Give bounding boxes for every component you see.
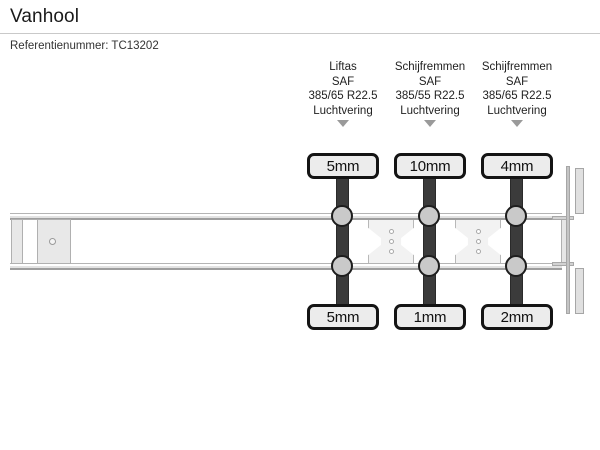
tread-depth-axle-3-bottom[interactable]: 2mm [481,304,553,330]
axle-3-brand: SAF [505,75,529,88]
header-divider [0,33,600,34]
chassis-rail-bottom [10,263,562,270]
axle-label-3: Schijfremmen SAF 385/65 R22.5 Luchtverin… [465,60,569,127]
tread-depth-axle-2-top[interactable]: 10mm [394,153,466,179]
bolt-icon [388,239,394,244]
rear-guard-bottom [575,268,584,314]
bolt-icon [388,249,394,254]
bolt-icon [475,239,481,244]
axle-1-hub-top [331,205,353,227]
front-plate-divider-2 [37,219,38,264]
axle-3-suspension: Luchtvering [487,104,547,117]
rear-flange-bottom [552,262,574,266]
axle-1-type: Liftas [329,61,357,73]
caret-down-icon [511,120,523,127]
front-plate-gap [23,220,37,263]
suspension-bracket-2 [455,220,501,263]
caret-down-icon [424,120,436,127]
axle-2-suspension: Luchtvering [400,104,460,117]
suspension-bracket-1 [368,220,414,263]
caret-down-icon [337,120,349,127]
rear-guard-top [575,168,584,214]
rear-post [566,166,570,314]
axle-3-hub-bottom [505,255,527,277]
front-plate-divider-1 [22,219,23,264]
axle-label-1: Liftas SAF 385/65 R22.5 Luchtvering [291,60,395,127]
page-title: Vanhool [10,6,80,27]
reference-number-label: Referentienummer: TC13202 [10,40,159,52]
bracket-bolts [474,229,482,254]
axle-1-brand: SAF [331,75,355,88]
page-header: Vanhool [0,0,600,33]
axle-3-hub-top [505,205,527,227]
axle-1-suspension: Luchtvering [313,104,373,117]
axle-1-hub-bottom [331,255,353,277]
bolt-icon [388,229,394,234]
axle-2-hub-top [418,205,440,227]
tread-depth-axle-1-bottom[interactable]: 5mm [307,304,379,330]
axle-2-brand: SAF [418,75,442,88]
chassis-rail-top [10,213,562,220]
front-kingpin-plate [11,219,71,264]
rear-flange-top [552,216,574,220]
bracket-bolts [387,229,395,254]
tread-depth-axle-1-top[interactable]: 5mm [307,153,379,179]
axle-label-2: Schijfremmen SAF 385/55 R22.5 Luchtverin… [378,60,482,127]
axle-1-tyre-size: 385/65 R22.5 [308,90,378,102]
axle-3-type: Schijfremmen [481,61,553,73]
bolt-icon [475,229,481,234]
bolt-icon [475,249,481,254]
kingpin-icon [49,238,56,245]
axle-2-type: Schijfremmen [394,61,466,73]
tread-depth-axle-2-bottom[interactable]: 1mm [394,304,466,330]
tread-depth-axle-3-top[interactable]: 4mm [481,153,553,179]
axle-2-tyre-size: 385/55 R22.5 [395,90,465,102]
axle-3-tyre-size: 385/65 R22.5 [482,90,552,102]
axle-2-hub-bottom [418,255,440,277]
